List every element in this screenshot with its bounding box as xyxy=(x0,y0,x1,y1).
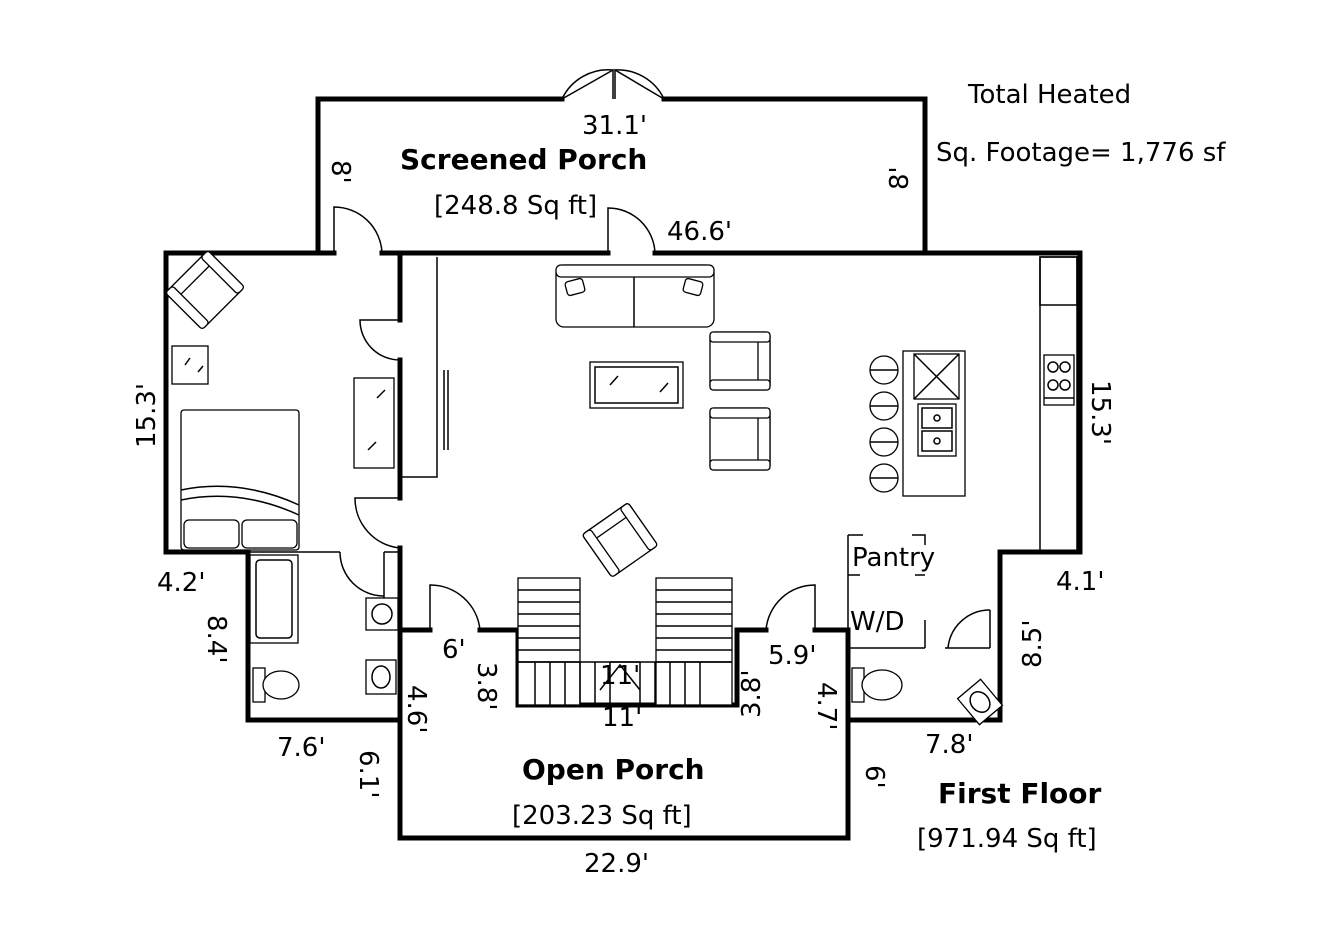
dim-stair-width-top: 11' xyxy=(600,661,640,691)
screened-porch-area: [248.8 Sq ft] xyxy=(434,191,597,221)
dim-bath-bottom: 7.6' xyxy=(277,733,326,763)
stairs-left-icon xyxy=(517,577,640,706)
sink-icon xyxy=(365,597,399,631)
porch-door-right xyxy=(765,584,816,631)
dim-bath-bottom-right: 6.1' xyxy=(353,750,383,799)
screened-porch-door xyxy=(333,206,383,254)
armchair-icon xyxy=(165,250,245,330)
dim-bed-bottom-left: 4.2' xyxy=(157,568,206,598)
sink-icon-2 xyxy=(365,659,397,695)
nightstand-icon xyxy=(171,345,209,385)
dim-screened-right: 8' xyxy=(885,166,915,190)
bedroom-door xyxy=(359,319,401,361)
dim-open-right: 6' xyxy=(859,765,889,789)
bath-door-2 xyxy=(339,551,385,597)
stairs-right-icon xyxy=(599,577,733,706)
dim-stair-right-step: 5.9' xyxy=(768,641,817,671)
dim-kitchen-notch: 4.1' xyxy=(1056,567,1105,597)
dim-laundry-right: 8.5' xyxy=(1018,620,1048,669)
coffee-table-icon xyxy=(589,361,684,409)
bed-icon xyxy=(180,409,300,551)
dim-stair-left-step: 6' xyxy=(442,635,466,665)
dim-screened-top: 31.1' xyxy=(582,111,647,141)
sofa-icon xyxy=(555,264,715,328)
porch-door-left xyxy=(429,584,481,631)
bath-partition xyxy=(248,551,400,598)
bath-door xyxy=(354,497,401,549)
laundry-label: W/D xyxy=(850,607,905,637)
dim-open-right-inner: 4.7' xyxy=(811,682,841,731)
kitchen-island-icon xyxy=(902,350,966,497)
bedroom-left-wall xyxy=(163,250,249,555)
stove-icon xyxy=(1043,354,1075,406)
french-door xyxy=(561,68,665,100)
dim-stair-right-depth: 3.8' xyxy=(737,670,767,719)
open-porch-walls xyxy=(397,627,851,841)
pantry-label: Pantry xyxy=(852,543,935,573)
sink-icon-3 xyxy=(956,678,1004,726)
screened-porch-walls xyxy=(315,96,928,256)
floor-title: First Floor xyxy=(938,777,1102,810)
total-heated-label: Total Heated xyxy=(967,80,1131,110)
bathtub-icon xyxy=(249,554,299,644)
floor-area: [971.94 Sq ft] xyxy=(917,824,1097,854)
armchair-icon-2 xyxy=(709,331,771,391)
open-porch-title: Open Porch xyxy=(522,753,705,786)
main-entry-door xyxy=(607,207,656,254)
dim-open-bottom: 22.9' xyxy=(584,849,649,879)
pantry-walls xyxy=(847,534,991,649)
doors xyxy=(333,68,991,649)
dresser-icon xyxy=(353,377,395,469)
dim-main-right: 15.3' xyxy=(1085,380,1115,445)
dim-laundry-bottom: 7.8' xyxy=(925,730,974,760)
dim-stair-width-bottom: 11' xyxy=(602,703,642,733)
furniture xyxy=(165,250,1075,726)
laundry-walls xyxy=(845,250,1083,723)
total-heated-value: Sq. Footage= 1,776 sf xyxy=(936,138,1226,168)
armchair-icon-3 xyxy=(709,407,771,471)
dim-screened-left: 8' xyxy=(325,160,355,184)
walls xyxy=(163,96,1083,841)
armchair-icon-4 xyxy=(582,503,658,577)
dim-stair-left-depth: 3.8' xyxy=(471,662,501,711)
toilet-icon xyxy=(252,667,300,703)
dimensions: 31.1' 8' 8' 46.6' 15.3' 15.3' 4.2' 8.4' … xyxy=(132,111,1115,879)
bath-walls xyxy=(245,549,403,723)
dim-main-width: 46.6' xyxy=(667,217,732,247)
dim-open-left-inner: 4.6' xyxy=(401,685,431,734)
laundry-door xyxy=(947,609,991,649)
closet-wall xyxy=(400,257,438,478)
screened-porch-title: Screened Porch xyxy=(400,143,647,176)
toilet-icon-2 xyxy=(851,667,903,703)
dim-main-left: 15.3' xyxy=(132,383,162,448)
dim-bath-left: 8.4' xyxy=(201,615,231,664)
bar-stools-icon xyxy=(869,355,899,493)
labels: Total Heated Sq. Footage= 1,776 sf Scree… xyxy=(400,80,1226,854)
open-porch-area: [203.23 Sq ft] xyxy=(512,801,692,831)
